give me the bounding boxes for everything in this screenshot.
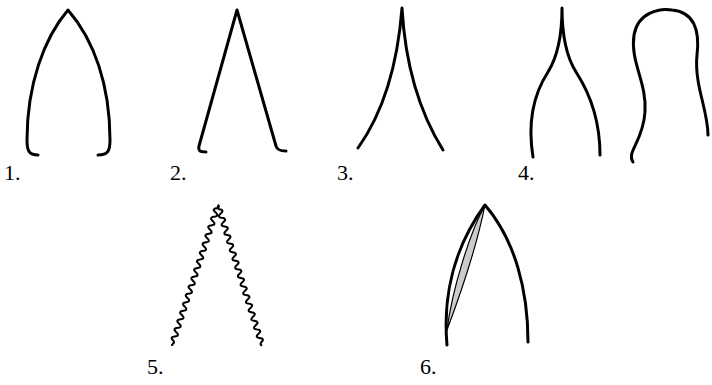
rounded-apex <box>631 10 708 162</box>
serrate-apex <box>172 205 263 345</box>
callout-number: 5. <box>147 356 164 378</box>
callout-number: 4. <box>518 162 535 184</box>
callout-number: 1. <box>4 162 21 184</box>
oblique-apex <box>446 205 528 345</box>
callout-number: 2. <box>170 162 187 184</box>
straight-apex <box>199 10 286 152</box>
callout-number: 3. <box>337 162 354 184</box>
acute-apex <box>27 10 110 155</box>
acuminate-apex <box>358 8 443 150</box>
cuspidate-apex <box>531 8 600 157</box>
callout-number: 6. <box>420 356 437 378</box>
